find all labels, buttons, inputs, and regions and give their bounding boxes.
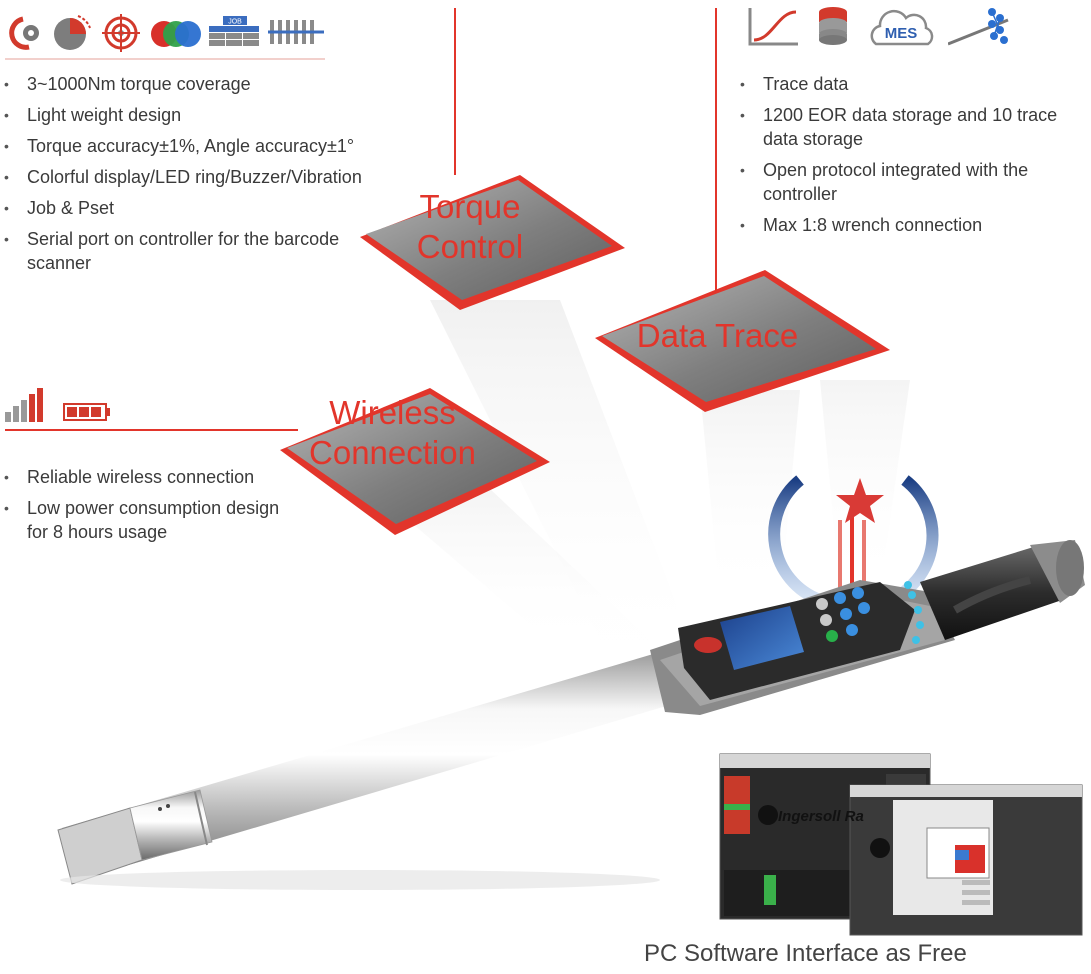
list-item: 1200 EOR data storage and 10 trace data …	[738, 103, 1068, 151]
list-item: 3~1000Nm torque coverage	[2, 72, 397, 96]
list-item: Low power consumption design for 8 hours…	[2, 496, 302, 544]
list-item: Job & Pset	[2, 196, 397, 220]
torque-control-label-line1: Torque	[419, 188, 521, 225]
database-icon	[816, 6, 850, 46]
battery-icon	[63, 403, 111, 421]
wireless-label-line2: Connection	[309, 434, 476, 471]
torque-control-label-line2: Control	[416, 228, 524, 265]
data-trace-label: Data Trace	[636, 317, 799, 354]
software-brand-text: Ingersoll Ra	[778, 808, 864, 825]
rotation-gear-icon	[5, 15, 45, 51]
job-grid-icon: JOB	[209, 16, 259, 48]
list-item: Max 1:8 wrench connection	[738, 213, 1068, 237]
torque-bullet-list: 3~1000Nm torque coverage Light weight de…	[2, 72, 397, 282]
wireless-label-line1: Wireless	[329, 394, 456, 431]
angle-pie-icon	[50, 12, 94, 52]
list-item: Open protocol integrated with the contro…	[738, 158, 1068, 206]
rgb-circles-icon	[150, 18, 202, 50]
target-icon	[102, 14, 140, 52]
wireless-connection-label: Wireless Connection	[290, 393, 495, 473]
list-item: Serial port on controller for the barcod…	[2, 227, 357, 275]
list-item: Torque accuracy±1%, Angle accuracy±1°	[2, 134, 397, 158]
list-item: Trace data	[738, 72, 1068, 96]
list-item: Colorful display/LED ring/Buzzer/Vibrati…	[2, 165, 397, 189]
barcode-icon	[268, 18, 324, 48]
network-nodes-icon	[947, 6, 1012, 50]
list-item: Light weight design	[2, 103, 397, 127]
mes-cloud-icon: MES	[866, 8, 936, 48]
data-trace-bullet-list: Trace data 1200 EOR data storage and 10 …	[738, 72, 1068, 244]
trace-curve-icon	[748, 6, 800, 46]
job-badge-label: JOB	[228, 19, 242, 26]
list-item: Reliable wireless connection	[2, 465, 302, 489]
software-screens	[719, 753, 1083, 936]
signal-bars-icon	[5, 388, 43, 422]
software-caption: PC Software Interface as Free	[644, 940, 967, 967]
mes-label: MES	[884, 25, 918, 42]
torque-control-label: Torque Control	[395, 187, 545, 267]
wireless-bullet-list: Reliable wireless connection Low power c…	[2, 465, 302, 551]
